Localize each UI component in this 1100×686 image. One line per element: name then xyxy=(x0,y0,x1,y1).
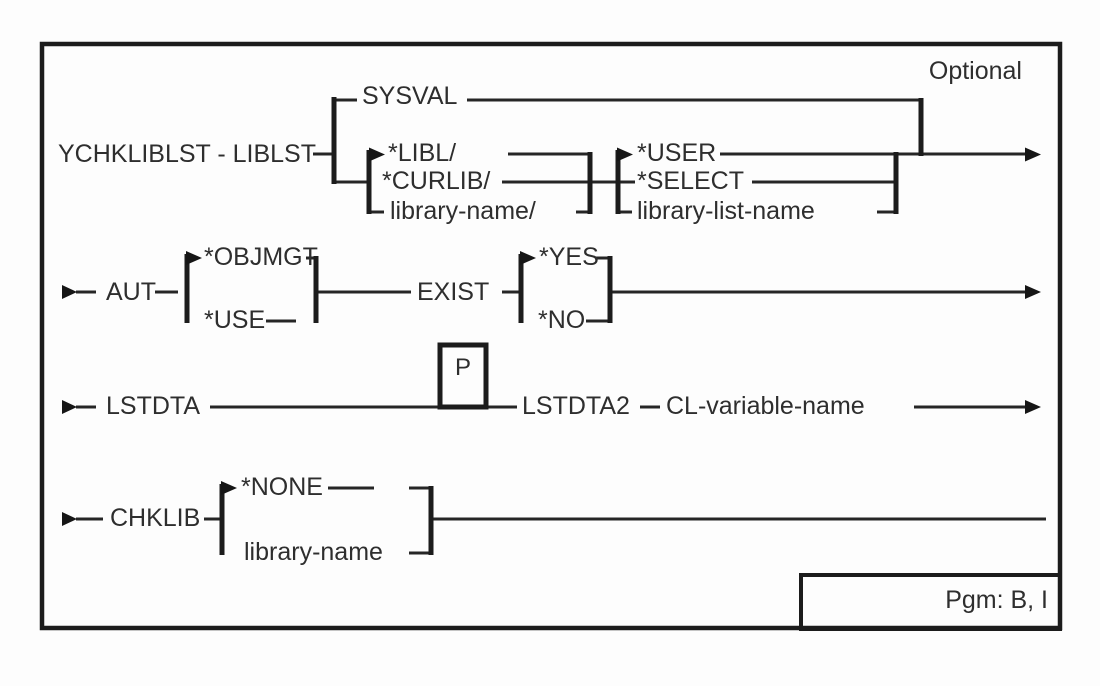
arrow-right-icon xyxy=(617,147,633,162)
pgm-box xyxy=(799,573,1062,631)
value-library-list-name: library-list-name xyxy=(637,197,815,225)
bracket-verticals xyxy=(184,97,924,555)
rail-lines xyxy=(76,98,1046,555)
param-chklib: CHKLIB xyxy=(110,504,200,532)
value-library-name-2: library-name xyxy=(244,538,383,566)
arrow-right-icon xyxy=(62,285,77,299)
pgm-label: Pgm: B, I xyxy=(945,586,1048,614)
value-objmgt: *OBJMGT xyxy=(204,243,318,271)
param-lstdta: LSTDTA xyxy=(106,392,200,420)
arrow-right-icons xyxy=(62,147,1041,526)
arrow-right-icon xyxy=(62,512,77,526)
value-user: *USER xyxy=(637,139,716,167)
param-lstdta2: LSTDTA2 xyxy=(522,392,630,420)
value-select: *SELECT xyxy=(637,167,744,195)
arrow-right-icon xyxy=(1025,147,1041,162)
p-parameter-box xyxy=(437,342,489,410)
arrow-right-icon xyxy=(62,400,77,414)
value-no: *NO xyxy=(538,306,585,334)
value-yes: *YES xyxy=(539,243,599,271)
value-cl-variable-name: CL-variable-name xyxy=(666,392,865,420)
value-use: *USE xyxy=(204,306,265,334)
value-curlib: *CURLIB/ xyxy=(382,167,490,195)
param-exist: EXIST xyxy=(417,278,489,306)
arrow-right-icon xyxy=(1025,285,1041,299)
value-sysval: SYSVAL xyxy=(362,82,458,110)
value-libl: *LIBL/ xyxy=(388,139,456,167)
p-box-label: P xyxy=(455,354,471,381)
arrow-right-icon xyxy=(369,147,385,162)
command-label: YCHKLIBLST - LIBLST xyxy=(58,140,316,168)
arrow-right-icon xyxy=(520,251,536,265)
arrow-right-icon xyxy=(186,251,202,265)
diagram-border xyxy=(39,41,1063,631)
param-aut: AUT xyxy=(106,278,156,306)
value-library-name: library-name/ xyxy=(390,197,536,225)
value-none: *NONE xyxy=(241,473,323,501)
optional-note: Optional xyxy=(929,57,1022,85)
arrow-right-icon xyxy=(221,481,237,495)
arrow-right-icon xyxy=(1025,400,1041,414)
